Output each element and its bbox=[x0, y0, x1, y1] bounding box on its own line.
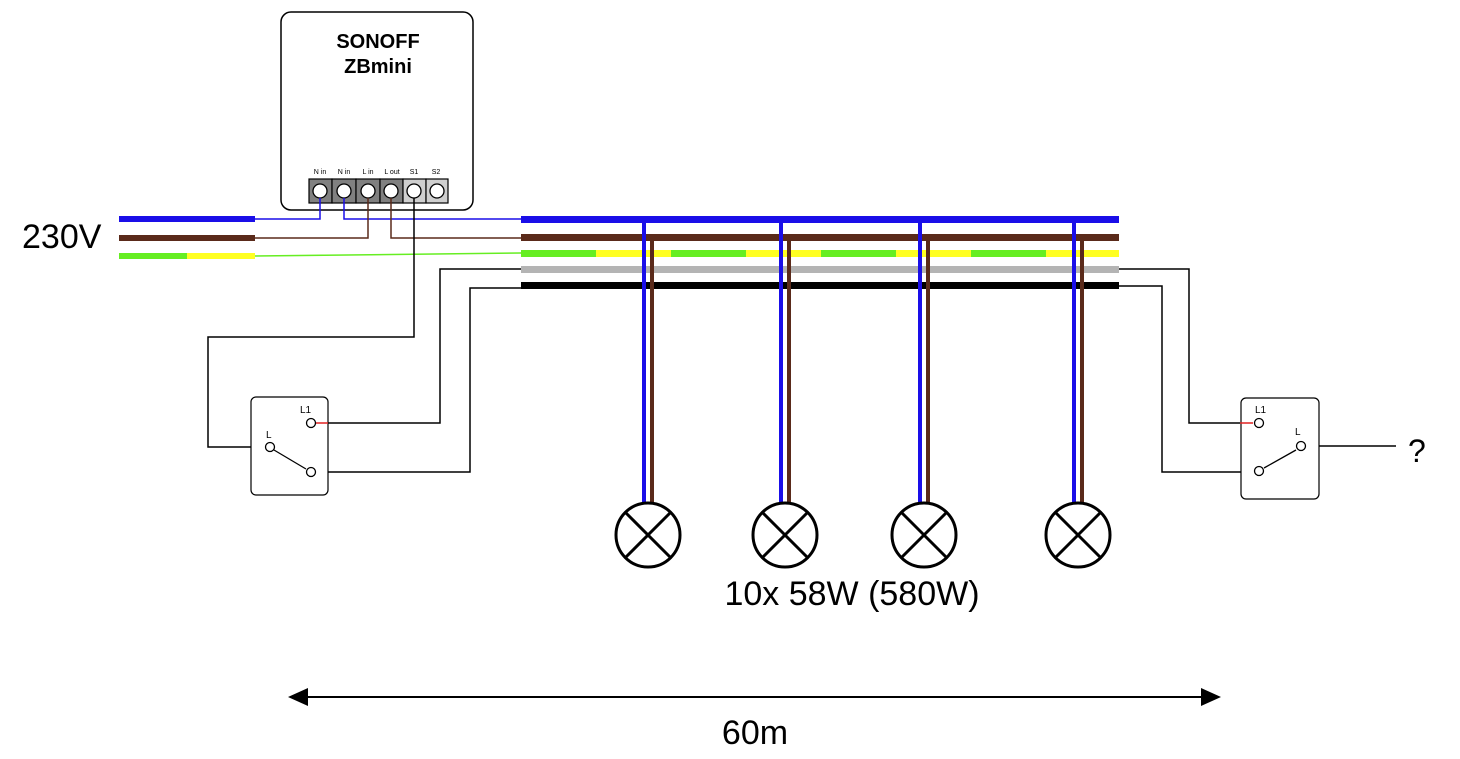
module-brand: SONOFF bbox=[336, 31, 419, 53]
switch-right-l-label: L bbox=[1295, 427, 1301, 438]
distance-arrow bbox=[288, 688, 1221, 706]
bus-cable bbox=[521, 216, 1119, 289]
terminal-label-s2: S2 bbox=[432, 169, 441, 176]
lamp-drops bbox=[642, 223, 1084, 503]
terminal-block bbox=[308, 178, 449, 204]
module-wiring bbox=[207, 198, 1396, 473]
terminal-label-s1: S1 bbox=[410, 169, 419, 176]
terminal-label-n-in-1: N in bbox=[314, 169, 327, 176]
switch-right-l1-label: L1 bbox=[1255, 405, 1267, 416]
lamp-2 bbox=[751, 501, 819, 569]
zbmini-module: SONOFF ZBmini N in N in L in L out S1 S2 bbox=[280, 11, 474, 211]
lamp-rating-label: 10x 58W (580W) bbox=[724, 575, 979, 613]
supply-cables bbox=[119, 216, 255, 259]
bus-neutral bbox=[521, 216, 1119, 223]
bus-earth bbox=[521, 250, 1119, 257]
terminal-label-n-in-2: N in bbox=[338, 169, 351, 176]
terminal-label-l-out: L out bbox=[384, 169, 399, 176]
switch-right: L1 L bbox=[1240, 397, 1320, 500]
bus-traveler-grey bbox=[521, 266, 1119, 273]
output-unknown-label: ? bbox=[1408, 433, 1426, 469]
distance-label: 60m bbox=[722, 714, 788, 752]
switch-left-l1-label: L1 bbox=[300, 405, 312, 416]
module-model: ZBmini bbox=[344, 56, 412, 78]
lamp-symbol bbox=[614, 501, 1112, 569]
terminal-label-l-in: L in bbox=[362, 169, 373, 176]
lamp-4 bbox=[1044, 501, 1112, 569]
lamp-1 bbox=[614, 501, 682, 569]
switch-left-l-label: L bbox=[266, 430, 272, 441]
switch-left: L1 L bbox=[250, 396, 329, 496]
lamp-3 bbox=[890, 501, 958, 569]
module-body bbox=[280, 11, 474, 211]
bus-traveler-black bbox=[521, 282, 1119, 289]
supply-voltage-label: 230V bbox=[22, 218, 102, 256]
bus-live bbox=[521, 234, 1119, 241]
